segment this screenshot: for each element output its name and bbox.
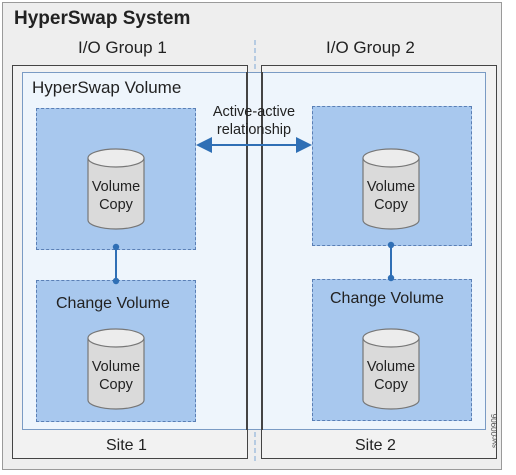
site-1-label: Site 1 xyxy=(106,437,147,454)
volume-copy-label-4: Volume Copy xyxy=(363,358,419,394)
volume-copy-cylinder-1 xyxy=(87,148,145,230)
io-group-2-label: I/O Group 2 xyxy=(326,38,415,57)
site-2-label: Site 2 xyxy=(355,437,396,454)
volume-copy-label-2: Volume Copy xyxy=(88,358,144,394)
volume-copy-label-1-line-2: Copy xyxy=(99,197,133,213)
hyperswap-volume-label: HyperSwap Volume xyxy=(32,78,182,97)
volume-copy-label-3-line-1: Volume xyxy=(366,179,416,195)
io-group-1-label: I/O Group 1 xyxy=(78,38,167,57)
volume-copy-label-3-line-2: Copy xyxy=(374,197,408,213)
volume-copy-cylinder-3 xyxy=(362,148,420,230)
volume-copy-label-1-line-1: Volume xyxy=(91,179,141,195)
system-title: HyperSwap System xyxy=(14,8,191,29)
volume-copy-label-4-line-2: Copy xyxy=(374,377,408,393)
figure-code: svc00906 xyxy=(490,413,499,448)
change-volume-label-site-2: Change Volume xyxy=(330,290,444,307)
relationship-label-line-1: Active-active xyxy=(212,104,296,120)
relationship-label-line-2: relationship xyxy=(216,122,292,138)
volume-copy-label-3: Volume Copy xyxy=(363,178,419,214)
change-volume-label-site-1: Change Volume xyxy=(56,295,170,312)
connector-site-2 xyxy=(387,241,395,282)
group-2-left-edge xyxy=(261,72,263,430)
volume-copy-label-2-line-1: Volume xyxy=(91,359,141,375)
volume-copy-label-4-line-1: Volume xyxy=(366,359,416,375)
volume-copy-cylinder-4 xyxy=(362,328,420,410)
connector-site-1 xyxy=(112,243,120,285)
volume-copy-label-1: Volume Copy xyxy=(88,178,144,214)
volume-copy-cylinder-2 xyxy=(87,328,145,410)
volume-copy-label-2-line-2: Copy xyxy=(99,377,133,393)
group-1-right-edge xyxy=(246,72,248,430)
